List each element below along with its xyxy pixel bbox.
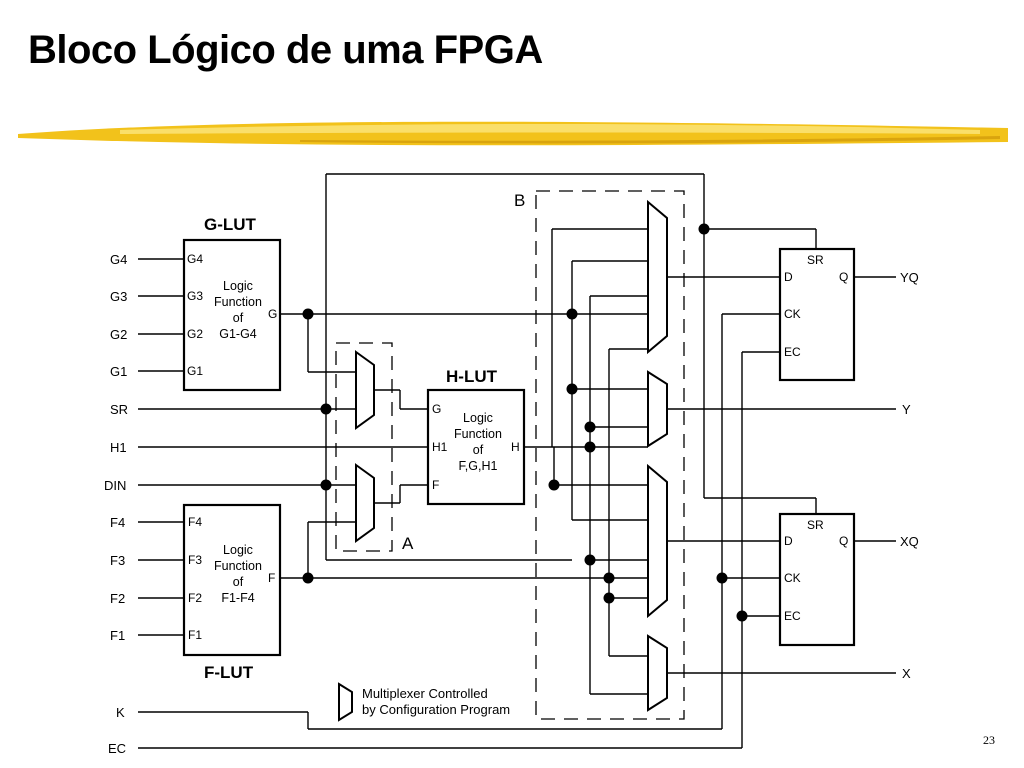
multiplexers [338, 199, 668, 722]
input-label: SR [110, 402, 128, 417]
page-number: 23 [983, 733, 995, 747]
h-lut-function-line: of [473, 443, 484, 457]
h-lut-pin: G [432, 402, 441, 416]
ff-bottom-ec-pin: EC [784, 609, 801, 623]
left-input-labels: G4 G3 G2 G1 SR H1 DIN F4 F3 F2 F1 K EC [104, 252, 128, 756]
input-label: F1 [110, 628, 125, 643]
ff-top-sr-pin: SR [807, 253, 824, 267]
g-lut-function-line: of [233, 311, 244, 325]
junction-dot [566, 308, 578, 320]
f-lut-pin: F2 [188, 591, 202, 605]
h-lut-pin: F [432, 478, 439, 492]
f-lut-pin: F4 [188, 515, 202, 529]
f-lut-output-pin: F [268, 571, 275, 585]
ff-bottom-d-pin: D [784, 534, 793, 548]
junction-dot [716, 572, 728, 584]
mux-a-top [355, 350, 375, 430]
h-lut-function-line: Logic [463, 411, 493, 425]
h-lut-box [426, 388, 526, 506]
junction-dot [566, 383, 578, 395]
junction-dot [302, 572, 314, 584]
g-lut-box [182, 238, 282, 392]
output-label-y: Y [902, 402, 911, 417]
mux-b-4 [647, 634, 668, 712]
ff-bottom-sr-pin: SR [807, 518, 824, 532]
f-lut-title: F-LUT [204, 663, 254, 682]
f-lut-function-line: Logic [223, 543, 253, 557]
input-label: G4 [110, 252, 127, 267]
junction-dot [698, 223, 710, 235]
input-label: H1 [110, 440, 127, 455]
ff-bottom-box [778, 512, 856, 647]
output-label-x: X [902, 666, 911, 681]
input-label: K [116, 705, 125, 720]
junction-dot [603, 572, 615, 584]
brush-stroke-light [120, 124, 980, 134]
output-label-yq: YQ [900, 270, 919, 285]
g-lut-pin: G3 [187, 289, 203, 303]
junction-dots [302, 223, 748, 622]
region-b-box [535, 190, 685, 720]
h-lut-function-line: F,G,H1 [459, 459, 498, 473]
junction-dot [584, 441, 596, 453]
ff-bottom-q-pin: Q [839, 534, 848, 548]
region-a-box [335, 342, 393, 552]
f-lut-function-line: Function [214, 559, 262, 573]
g-lut-pin: G2 [187, 327, 203, 341]
legend-mux-icon [338, 682, 353, 722]
input-label: EC [108, 741, 126, 756]
ff-top-box [778, 247, 856, 382]
input-label: G2 [110, 327, 127, 342]
g-lut-function-line: Logic [223, 279, 253, 293]
junction-dot [736, 610, 748, 622]
input-label: G1 [110, 364, 127, 379]
input-label: F3 [110, 553, 125, 568]
slide-title: Bloco Lógico de uma FPGA [28, 28, 543, 72]
junction-dot [584, 554, 596, 566]
legend-text-line: by Configuration Program [362, 702, 510, 717]
g-lut-title: G-LUT [204, 215, 257, 234]
ff-top-ck-pin: CK [784, 307, 801, 321]
h-lut-title: H-LUT [446, 367, 498, 386]
input-label: G3 [110, 289, 127, 304]
mux-b-3 [647, 463, 668, 619]
f-lut-function-line: of [233, 575, 244, 589]
f-lut-pin: F1 [188, 628, 202, 642]
region-a-label: A [402, 534, 414, 553]
junction-dot [302, 308, 314, 320]
output-label-xq: XQ [900, 534, 919, 549]
ff-top-d-pin: D [784, 270, 793, 284]
ff-bottom-ck-pin: CK [784, 571, 801, 585]
g-lut-output-pin: G [268, 307, 277, 321]
legend-text-line: Multiplexer Controlled [362, 686, 488, 701]
junction-dot [320, 403, 332, 415]
wires [138, 173, 896, 749]
yellow-brush-divider [18, 121, 1008, 146]
input-label: F4 [110, 515, 125, 530]
ff-top-q-pin: Q [839, 270, 848, 284]
junction-dot [320, 479, 332, 491]
h-lut-pin: H1 [432, 440, 448, 454]
g-lut-function-line: Function [214, 295, 262, 309]
f-lut-box [182, 503, 282, 657]
junction-dot [603, 592, 615, 604]
h-lut-function-line: Function [454, 427, 502, 441]
mux-b-1 [647, 199, 668, 355]
brush-stroke-dark [300, 136, 1000, 144]
junction-dot [584, 421, 596, 433]
f-lut-pin: F3 [188, 553, 202, 567]
region-b-label: B [514, 191, 525, 210]
f-lut-function-line: F1-F4 [221, 591, 254, 605]
mux-a-bottom [355, 463, 375, 543]
input-label: F2 [110, 591, 125, 606]
g-lut-pin: G1 [187, 364, 203, 378]
input-label: DIN [104, 478, 126, 493]
h-lut-output-pin: H [511, 440, 520, 454]
ff-top-ec-pin: EC [784, 345, 801, 359]
g-lut-pin: G4 [187, 252, 203, 266]
junction-dot [548, 479, 560, 491]
mux-b-2 [647, 370, 668, 448]
g-lut-function-line: G1-G4 [219, 327, 257, 341]
